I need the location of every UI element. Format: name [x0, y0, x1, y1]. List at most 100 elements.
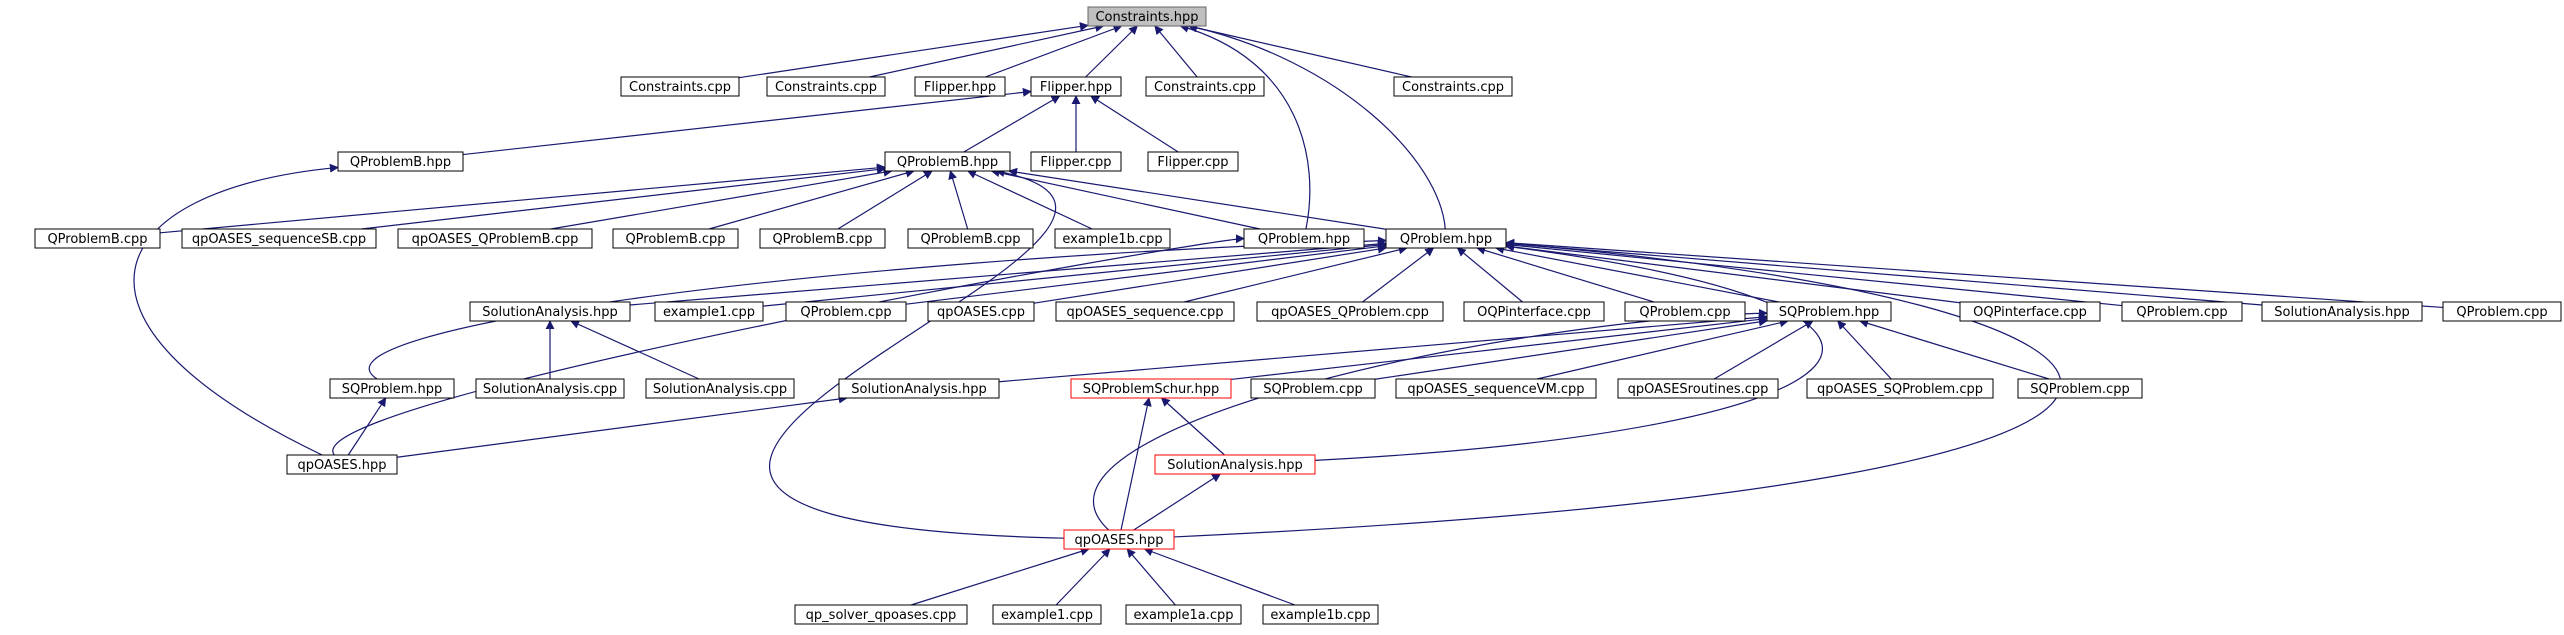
node-qpb-hpp-1[interactable]: QProblemB.hpp — [337, 151, 464, 172]
edge-sa_cpp_2-to-sa_hpp_1 — [570, 320, 700, 380]
node-label: example1b.cpp — [1270, 608, 1370, 623]
node-flipper-cpp-1[interactable]: Flipper.cpp — [1030, 151, 1122, 172]
node-ex1-cpp-1[interactable]: example1.cpp — [654, 301, 764, 322]
node-sqp-cpp-1[interactable]: SQProblem.cpp — [1250, 378, 1376, 399]
node-qpb-cpp-1[interactable]: QProblemB.cpp — [34, 228, 161, 249]
edge-ex1_cpp_1-to-qp_hpp_2 — [762, 240, 1387, 307]
edge-oases_qp_cpp-to-qp_hpp_2 — [1362, 247, 1435, 303]
edge-sqps_hpp-to-sqp_hpp_1 — [1230, 314, 1768, 381]
node-sqp-cpp-2[interactable]: SQProblem.cpp — [2017, 378, 2143, 399]
node-qpb-cpp-3[interactable]: QProblemB.cpp — [759, 228, 886, 249]
node-label: Constraints.hpp — [1095, 10, 1198, 25]
node-label: Flipper.hpp — [924, 80, 996, 95]
node-qp-hpp-2[interactable]: QProblem.hpp — [1385, 228, 1507, 249]
edge-qpoases_hpp_1-to-sqp_hpp_2 — [347, 397, 387, 456]
node-box — [1054, 228, 1171, 249]
edge-sqp_hpp_1-to-qp_hpp_2 — [1494, 245, 1780, 303]
edge-oqp_cpp_1-to-qp_hpp_2 — [1456, 247, 1523, 303]
node-sa-hpp-1[interactable]: SolutionAnalysis.hpp — [469, 301, 631, 322]
node-qpb-hpp-2[interactable]: QProblemB.hpp — [884, 151, 1011, 172]
node-solver-cpp[interactable]: qp_solver_qpoases.cpp — [794, 604, 968, 625]
node-qpb-cpp-2[interactable]: QProblemB.cpp — [612, 228, 739, 249]
node-oqp-cpp-2[interactable]: OQPinterface.cpp — [1959, 301, 2101, 322]
edge-seq_cpp-to-qp_hpp_2 — [1184, 245, 1408, 303]
node-qpb-cpp-4[interactable]: QProblemB.cpp — [907, 228, 1034, 249]
node-ex1-cpp-2[interactable]: example1.cpp — [992, 604, 1102, 625]
node-c-cpp-2[interactable]: Constraints.cpp — [766, 76, 886, 97]
node-oases-sqp-cpp[interactable]: qpOASES_SQProblem.cpp — [1806, 378, 1994, 399]
node-box — [1154, 454, 1316, 475]
node-oases-qp-cpp[interactable]: qpOASES_QProblem.cpp — [1256, 301, 1444, 322]
node-box — [1250, 378, 1376, 399]
node-sqp-hpp-1[interactable]: SQProblem.hpp — [1766, 301, 1892, 322]
node-box — [181, 228, 377, 249]
node-sa-cpp-1[interactable]: SolutionAnalysis.cpp — [475, 378, 625, 399]
node-box — [992, 604, 1102, 625]
edge-qp_hpp_1-to-root — [1179, 23, 1311, 230]
node-oqp-cpp-1[interactable]: OQPinterface.cpp — [1463, 301, 1605, 322]
node-label: example1.cpp — [663, 305, 755, 320]
node-sa-hpp-3[interactable]: SolutionAnalysis.hpp — [838, 378, 1000, 399]
node-qp-cpp-2[interactable]: QProblem.cpp — [1624, 301, 1746, 322]
edge-sqp_cpp_2-to-sqp_hpp_1 — [1859, 319, 2050, 380]
node-c-cpp-4[interactable]: Constraints.cpp — [1393, 76, 1513, 97]
node-flipper-cpp-2[interactable]: Flipper.cpp — [1147, 151, 1239, 172]
node-ex1b-cpp-1[interactable]: example1b.cpp — [1054, 228, 1171, 249]
node-flipper-hpp-1[interactable]: Flipper.hpp — [914, 76, 1006, 97]
node-label: QProblemB.cpp — [625, 232, 725, 247]
node-sqp-hpp-2[interactable]: SQProblem.hpp — [329, 378, 455, 399]
node-sa-hpp-2[interactable]: SolutionAnalysis.hpp — [2261, 301, 2423, 322]
node-qp-cpp-3[interactable]: QProblem.cpp — [2121, 301, 2243, 322]
node-label: Flipper.cpp — [1157, 155, 1228, 170]
node-qp-cpp-4[interactable]: QProblem.cpp — [2442, 301, 2562, 322]
edge-qp_cpp_1-to-qp_hpp_2 — [905, 242, 1387, 305]
node-label: SQProblem.cpp — [1263, 382, 1362, 397]
node-label: qpOASES.hpp — [298, 458, 387, 473]
node-sa-hpp-4[interactable]: SolutionAnalysis.hpp — [1154, 454, 1316, 475]
node-box — [794, 604, 968, 625]
node-routines-cpp[interactable]: qpOASESroutines.cpp — [1617, 378, 1779, 399]
node-sa-cpp-2[interactable]: SolutionAnalysis.cpp — [645, 378, 795, 399]
node-ex1b-cpp-2[interactable]: example1b.cpp — [1262, 604, 1379, 625]
node-label: OQPinterface.cpp — [1973, 305, 2087, 320]
node-c-cpp-1[interactable]: Constraints.cpp — [620, 76, 740, 97]
node-box — [612, 228, 739, 249]
node-qp-cpp-1[interactable]: QProblem.cpp — [785, 301, 907, 322]
node-label: qpOASES_QProblemB.cpp — [412, 232, 579, 247]
node-box — [337, 151, 464, 172]
node-box — [1147, 151, 1239, 172]
node-ex1a-cpp[interactable]: example1a.cpp — [1125, 604, 1242, 625]
edge-qpb_hpp_2-to-flipper_hpp_2 — [963, 95, 1061, 153]
node-box — [1070, 378, 1232, 399]
node-oases-qpb-cpp[interactable]: qpOASES_QProblemB.cpp — [397, 228, 593, 249]
node-label: Constraints.cpp — [629, 80, 731, 95]
node-label: SolutionAnalysis.hpp — [1167, 458, 1302, 473]
edge-qpoases_hpp_1-to-qp_hpp_1 — [332, 234, 1245, 456]
node-label: OQPinterface.cpp — [1477, 305, 1591, 320]
node-label: Constraints.cpp — [1154, 80, 1256, 95]
node-box — [34, 228, 161, 249]
edge-ex1_cpp_2-to-qpoases_hpp_2 — [1055, 548, 1111, 606]
node-qp-hpp-1[interactable]: QProblem.hpp — [1243, 228, 1365, 249]
edge-qp_hpp_2-to-root — [1188, 23, 1446, 230]
node-box — [1243, 228, 1365, 249]
node-seq-cpp[interactable]: qpOASES_sequence.cpp — [1055, 301, 1235, 322]
node-box — [1385, 228, 1507, 249]
node-box — [620, 76, 740, 97]
node-qpoases-cpp[interactable]: qpOASES.cpp — [927, 301, 1035, 322]
node-box — [1256, 301, 1444, 322]
node-qpoases-hpp-2[interactable]: qpOASES.hpp — [1063, 529, 1175, 550]
node-seqSB-cpp[interactable]: qpOASES_sequenceSB.cpp — [181, 228, 377, 249]
node-qpoases-hpp-1[interactable]: qpOASES.hpp — [286, 454, 398, 475]
node-seqVM-cpp[interactable]: qpOASES_sequenceVM.cpp — [1395, 378, 1597, 399]
edge-routines_cpp-to-sqp_hpp_1 — [1713, 320, 1814, 380]
edge-solver_cpp-to-qpoases_hpp_2 — [910, 547, 1090, 606]
node-sqps-hpp[interactable]: SQProblemSchur.hpp — [1070, 378, 1232, 399]
edge-seqSB_cpp-to-qpb_hpp_2 — [361, 165, 886, 230]
node-label: QProblem.cpp — [2456, 305, 2547, 320]
edge-c_cpp_4-to-root — [1187, 23, 1412, 78]
node-c-cpp-3[interactable]: Constraints.cpp — [1145, 76, 1265, 97]
node-flipper-hpp-2[interactable]: Flipper.hpp — [1030, 76, 1122, 97]
node-label: SolutionAnalysis.cpp — [653, 382, 787, 397]
node-root[interactable]: Constraints.hpp — [1087, 6, 1207, 27]
